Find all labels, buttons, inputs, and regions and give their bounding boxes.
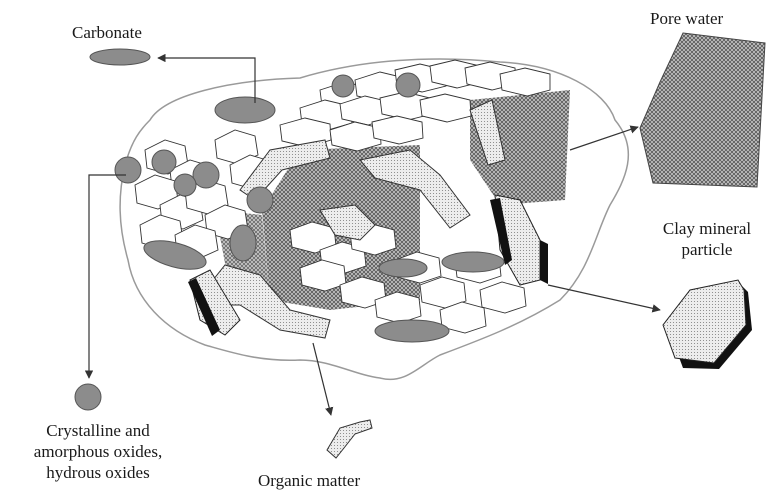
organic-matter-label: Organic matter bbox=[258, 470, 360, 491]
oxides-label: Crystalline and amorphous oxides, hydrou… bbox=[0, 420, 196, 483]
clay-mineral-label-line2: particle bbox=[652, 239, 762, 260]
organic-matter-sample bbox=[327, 420, 372, 458]
pore-water-sample bbox=[640, 33, 765, 187]
oxide-sample bbox=[75, 384, 101, 410]
carbonate-sample bbox=[90, 49, 150, 65]
clay-mineral-particle-sample bbox=[663, 280, 752, 369]
oxides-label-line1: Crystalline and bbox=[0, 420, 196, 441]
carbonate-label: Carbonate bbox=[72, 22, 142, 43]
clay-mineral-label: Clay mineral particle bbox=[652, 218, 762, 260]
clay-mineral-label-line1: Clay mineral bbox=[652, 218, 762, 239]
oxides-label-line3: hydrous oxides bbox=[0, 462, 196, 483]
oxides-label-line2: amorphous oxides, bbox=[0, 441, 196, 462]
pore-water-label: Pore water bbox=[650, 8, 723, 29]
